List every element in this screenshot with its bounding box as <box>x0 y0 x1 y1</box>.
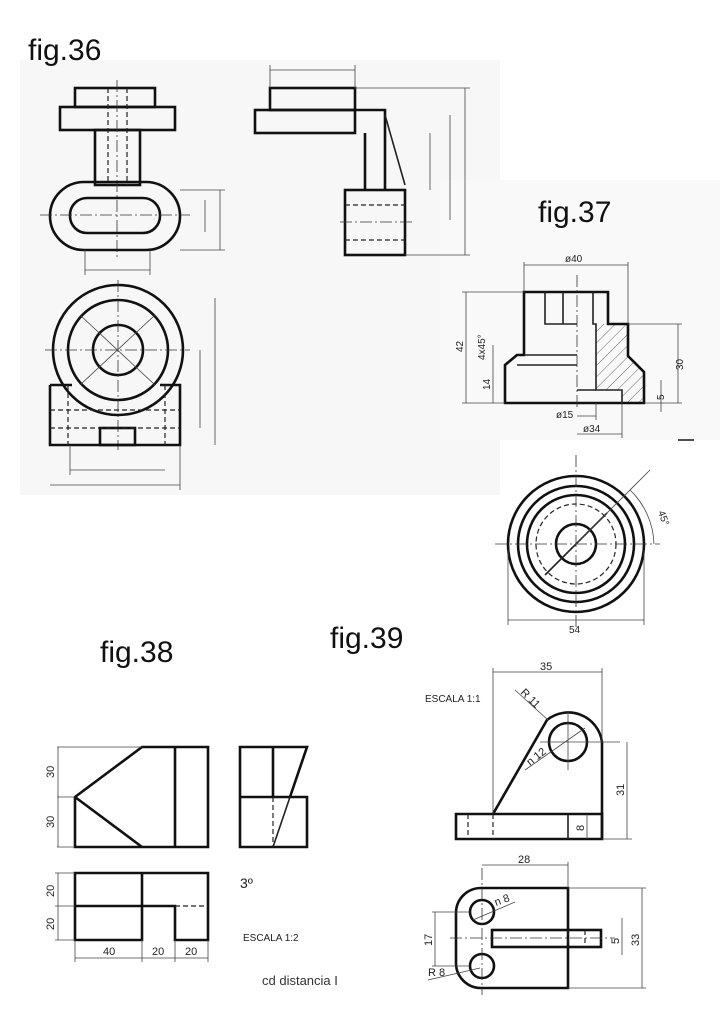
fig37-label: fig.37 <box>538 196 611 229</box>
fig37-section-view: ø40 42 4x45° 14 30 5 ø15 ø34 <box>455 254 694 441</box>
fig39-scale: ESCALA 1:1 <box>425 694 481 705</box>
fig38-label: fig.38 <box>100 636 173 669</box>
dim-h20b: 20 <box>185 946 197 958</box>
fig38-side-view <box>238 745 309 849</box>
fig36-front-view <box>40 80 225 275</box>
dim-n8: n 8 <box>493 892 511 909</box>
fig39-label: fig.39 <box>330 622 403 655</box>
fig38-front-view: 30 30 <box>45 745 210 849</box>
dim-w28: 28 <box>518 854 530 866</box>
dim-h20a: 20 <box>152 946 164 958</box>
figure-36: fig.36 <box>28 34 470 490</box>
dim-h17: 17 <box>423 934 435 946</box>
fig39-top-view: 28 n 8 17 R 8 5 33 <box>423 854 646 995</box>
fig38-top-view: 20 20 40 20 20 <box>45 871 210 962</box>
dim-h30: 30 <box>675 358 686 370</box>
dim-h5: 5 <box>610 938 622 944</box>
fig38-scale: ESCALA 1:2 <box>243 933 299 944</box>
dim-v20a: 20 <box>45 885 57 897</box>
figure-39: fig.39 ESCALA 1:1 35 R 11 n 12 31 8 <box>330 622 646 995</box>
dim-v30a: 30 <box>45 766 57 778</box>
fig36-top-view <box>45 280 216 490</box>
dim-d54: 54 <box>569 625 581 636</box>
dim-angle: 45° <box>655 509 671 527</box>
dim-h33: 33 <box>630 934 642 946</box>
dim-v30b: 30 <box>45 816 57 828</box>
dim-d34: ø34 <box>583 424 601 435</box>
dim-chamfer: 4x45° <box>477 334 488 360</box>
dim-r8: R 8 <box>428 967 445 979</box>
figure-37: fig.37 ø40 42 4x45° 14 30 5 <box>455 196 694 636</box>
fig36-label: fig.36 <box>28 34 101 67</box>
fig37-top-view: 45° 54 <box>495 455 671 636</box>
figure-38: fig.38 30 30 3º 20 20 <box>45 636 338 988</box>
fig38-note: cd distancia I <box>262 973 338 988</box>
fig39-front-view: 35 R 11 n 12 31 8 <box>454 661 632 841</box>
dim-h14: 14 <box>482 378 493 390</box>
fig36-side-view <box>253 65 470 257</box>
dim-h8: 8 <box>575 825 587 831</box>
dim-d15: ø15 <box>556 410 574 421</box>
dim-v20b: 20 <box>45 918 57 930</box>
dim-d40: ø40 <box>565 254 583 265</box>
dim-h5: 5 <box>656 394 667 400</box>
dim-h42: 42 <box>455 340 466 352</box>
dim-w35: 35 <box>540 661 552 673</box>
dim-h31: 31 <box>615 784 627 796</box>
dim-h40: 40 <box>103 946 115 958</box>
projection-label: 3º <box>240 875 253 891</box>
